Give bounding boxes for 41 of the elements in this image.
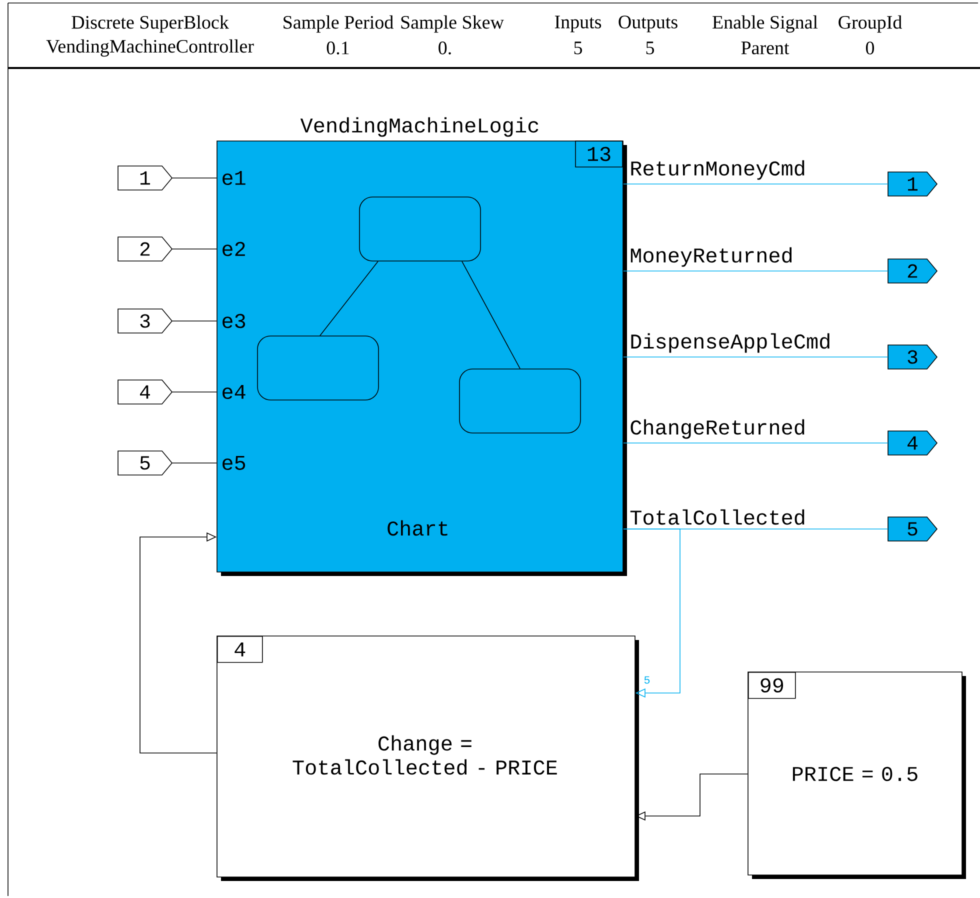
- input-port: 3: [118, 308, 173, 334]
- signal-line: [623, 270, 888, 272]
- header-text: Sample Skew: [401, 15, 504, 33]
- input-port: 5: [118, 450, 173, 476]
- signal-line: [172, 462, 217, 464]
- function-block: 4 Change = TotalCollected - PRICE: [216, 636, 639, 881]
- header-text: Sample Period: [284, 15, 394, 33]
- signal-line: [140, 532, 217, 754]
- output-port: 5: [888, 516, 938, 542]
- output-port: 2: [888, 258, 938, 284]
- input-port: 2: [118, 236, 173, 262]
- input-port: 1: [118, 166, 173, 190]
- signal-label: MoneyReturned: [628, 246, 794, 268]
- header-text: GroupId: [838, 15, 902, 33]
- block-title: VendingMachineLogic: [300, 117, 538, 137]
- output-port: 4: [888, 430, 938, 456]
- output-port: 1: [888, 172, 938, 196]
- header-text: Enable Signal: [712, 15, 818, 33]
- header-text: Inputs: [554, 16, 602, 32]
- header-text: 0.: [438, 42, 451, 54]
- input-port: 4: [118, 380, 173, 404]
- header-text: VendingMachineController: [46, 39, 254, 57]
- signal-line: [172, 320, 217, 322]
- header-text: 5: [574, 42, 582, 54]
- signal-label: TotalCollected: [628, 508, 808, 526]
- signal-label: ReturnMoneyCmd: [628, 159, 808, 181]
- signal-label: DispenseAppleCmd: [628, 332, 832, 354]
- signal-line: [623, 528, 680, 698]
- signal-line: [623, 442, 888, 444]
- port-number: 5: [644, 676, 650, 684]
- signal-line: [172, 248, 217, 250]
- header-text: Outputs: [618, 16, 678, 32]
- header-text: 0.1: [326, 42, 349, 54]
- header-text: Discrete SuperBlock: [72, 15, 229, 33]
- signal-label: ChangeReturned: [628, 418, 808, 440]
- header-text: 0: [866, 42, 874, 54]
- header-text: Parent: [741, 42, 790, 54]
- signal-line: [623, 356, 888, 358]
- function-block: 99 PRICE = 0.5: [748, 672, 966, 879]
- header-text: 5: [646, 42, 654, 54]
- output-port: 3: [888, 344, 938, 370]
